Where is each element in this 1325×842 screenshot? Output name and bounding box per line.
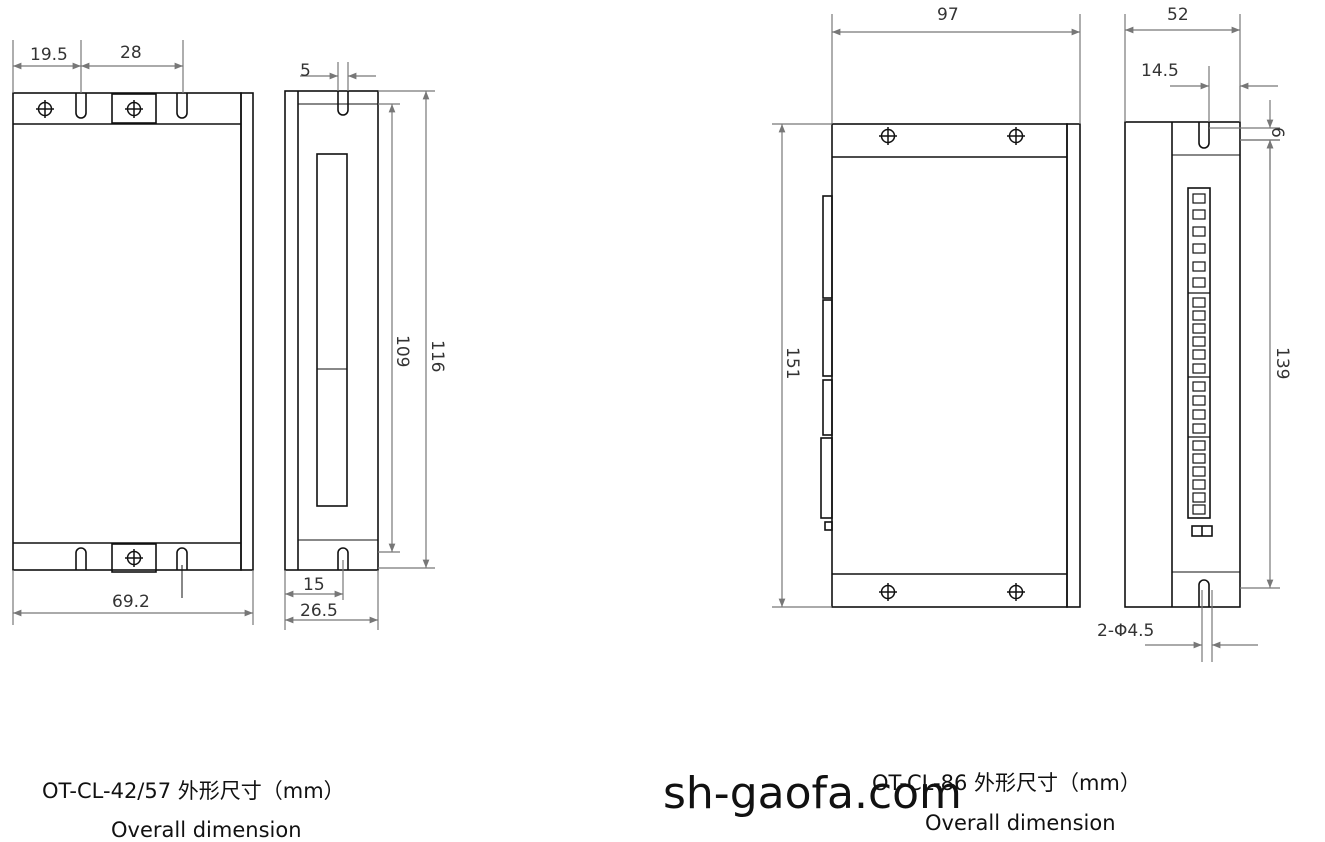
left-subcaption: Overall dimension: [111, 818, 302, 842]
right-subcaption: Overall dimension: [925, 811, 1116, 835]
right-front-view: [820, 123, 1081, 608]
dim-6: 6: [1267, 127, 1287, 138]
right-caption: OT-CL-86 外形尺寸（mm）: [872, 771, 1141, 795]
terminal-block: [1187, 187, 1211, 519]
dim-109: 109: [392, 335, 412, 367]
left-front-side-edge: [240, 92, 254, 571]
dim-14-5: 14.5: [1141, 61, 1179, 81]
right-side-dims: [1124, 14, 1280, 662]
right-front-body: [831, 123, 1068, 608]
dim-5: 5: [300, 61, 311, 81]
left-front-dims: [12, 40, 254, 625]
dim-15: 15: [303, 575, 325, 595]
dim-28: 28: [120, 43, 142, 63]
dim-69-2: 69.2: [112, 592, 150, 612]
left-front-body: [12, 92, 242, 571]
dim-116: 116: [427, 340, 447, 372]
dim-holes: 2-Φ4.5: [1097, 621, 1154, 641]
watermark: sh-gaofa.com: [663, 768, 962, 819]
right-side-view: [1124, 121, 1241, 608]
right-side-body: [1124, 121, 1241, 608]
left-side-dims: [284, 62, 435, 630]
dim-139: 139: [1272, 347, 1292, 379]
left-side-view: [284, 90, 379, 571]
left-side-body: [284, 90, 379, 571]
dim-19-5: 19.5: [30, 45, 68, 65]
dim-97: 97: [937, 5, 959, 25]
dim-151: 151: [782, 347, 802, 379]
right-front-dims: [772, 14, 1081, 608]
left-side-connector: [316, 153, 348, 507]
left-caption: OT-CL-42/57 外形尺寸（mm）: [42, 779, 345, 803]
left-front-view: [12, 92, 254, 598]
right-front-side-edge: [1066, 123, 1081, 608]
dim-26-5: 26.5: [300, 601, 338, 621]
terminal-pins: [1188, 193, 1210, 515]
dim-52: 52: [1167, 5, 1189, 25]
